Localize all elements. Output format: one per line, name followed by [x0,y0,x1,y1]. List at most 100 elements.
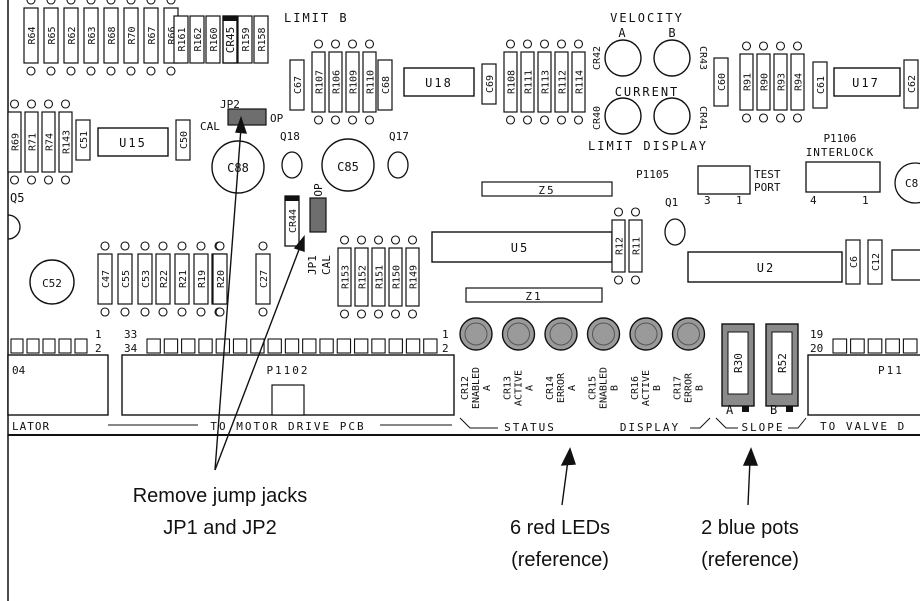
led-cr17-label-2: ERROR [684,372,695,403]
connector-pin [10,338,24,354]
resistor-r65-label: R65 [47,26,58,44]
q5-label: Q5 [10,191,24,205]
c51-body [75,119,91,161]
resistor-r90-body [756,53,771,111]
resistor-r12-label: R12 [615,237,626,255]
display-bracket-right [690,417,711,429]
u5-chip [431,231,613,263]
cr44-label: CR44 [288,209,299,233]
c52-label: C52 [42,277,62,290]
arrow-to-jp2 [214,127,242,471]
resistor-r151-pad-top [373,235,384,245]
capacitor-c27-pad-bottom [258,307,268,317]
resistor-r67-pad-top [146,0,156,5]
resistor-r69-body [7,111,22,173]
jp1-cal-label: CAL [320,255,333,275]
q5-outline [7,214,21,240]
c60-label: C60 [717,73,728,91]
resistor-r65-pad-bottom [46,66,56,76]
cr44-band [285,196,299,201]
u2-chip [687,251,843,283]
resistor-r63-body [83,7,99,64]
resistor-r160-label: R160 [209,27,220,51]
jp1-op-label: OP [312,183,325,197]
connector-pin [902,338,918,354]
resistor-r150-pad-bottom [390,309,401,319]
resistor-r111-label: R111 [524,70,535,94]
resistor-r70-pad-bottom [126,66,136,76]
c61-body [812,61,828,109]
jp1-jumper [309,197,327,233]
resistor-r111-body [520,51,535,113]
resistor-r69-pad-top [9,99,20,109]
pots-callout: 2 blue pots (reference) [680,512,820,576]
connector-pin [198,338,213,354]
resistor-r159-body [237,15,253,64]
c12-label: C12 [871,253,882,271]
led-cr13-label-1: CR13 [503,376,514,400]
pot-r52-window [771,331,793,395]
connector-pin [215,338,231,354]
u18-chip [403,67,475,97]
resistor-r93-label: R93 [777,73,788,91]
connector-pin [181,338,196,354]
resistor-r94-label: R94 [794,73,805,91]
resistor-r113-pad-top [539,39,550,49]
current-label: CURRENT [615,85,680,99]
resistor-r21-body [174,253,190,305]
arrow-to-pots [747,459,751,506]
resistor-r109-label: R109 [349,70,360,94]
resistor-r159-label: R159 [241,27,252,51]
resistor-r19-pad-top [196,241,206,251]
resistor-r107-pad-bottom [313,115,324,125]
right-edge-chip [891,249,920,281]
p1106-label: P1106 [823,132,856,145]
jump-jacks-callout-line1: Remove jump jacks [132,485,308,507]
c68-label: C68 [381,76,392,94]
q17-outline [387,151,409,179]
connector-pin [423,338,438,354]
connector-pin [850,338,865,354]
status-bracket-left [459,417,498,429]
resistor-r62-label: R62 [67,26,78,44]
resistor-r114-pad-bottom [573,115,584,125]
resistor-r106-label: R106 [332,70,343,94]
resistor-r91-pad-bottom [741,113,752,123]
left-connector-pin-1: 1 [95,328,102,341]
lator-label: LATOR [12,420,50,433]
resistor-r109-pad-bottom [347,115,358,125]
current-a-led [604,97,642,135]
right-connector-ref: P11 [878,364,904,377]
capacitor-c55-pad-bottom [120,307,130,317]
c52-capacitor [29,259,75,305]
jp2-ref-label: JP2 [220,98,240,111]
resistor-r150-label: R150 [392,265,403,289]
c85-capacitor [321,138,375,192]
resistor-r162-label: R162 [193,27,204,51]
c67-body [289,59,305,111]
capacitor-c47-label: C47 [101,270,112,288]
c51-label: C51 [79,131,90,149]
u15-chip [97,127,169,157]
connector-pin [302,338,317,354]
resistor-r19-pad-bottom [196,307,206,317]
pot-r52-letter: B [770,403,777,417]
resistor-r70-body [123,7,139,64]
connector-pin [232,338,248,354]
resistor-r158-body [253,15,269,64]
c61-label: C61 [816,76,827,94]
connector-pin [319,338,334,354]
z1-body [465,287,603,303]
resistor-r20-label: R20 [216,270,227,288]
right-connector-body [807,354,920,416]
c8-capacitor [894,162,920,204]
c68-body [377,59,393,111]
resistor-r63-pad-top [86,0,96,5]
resistor-r94-body [790,53,805,111]
c69-body [481,63,497,105]
arrow-to-jp1 [214,246,301,471]
resistor-r63-label: R63 [87,26,98,44]
